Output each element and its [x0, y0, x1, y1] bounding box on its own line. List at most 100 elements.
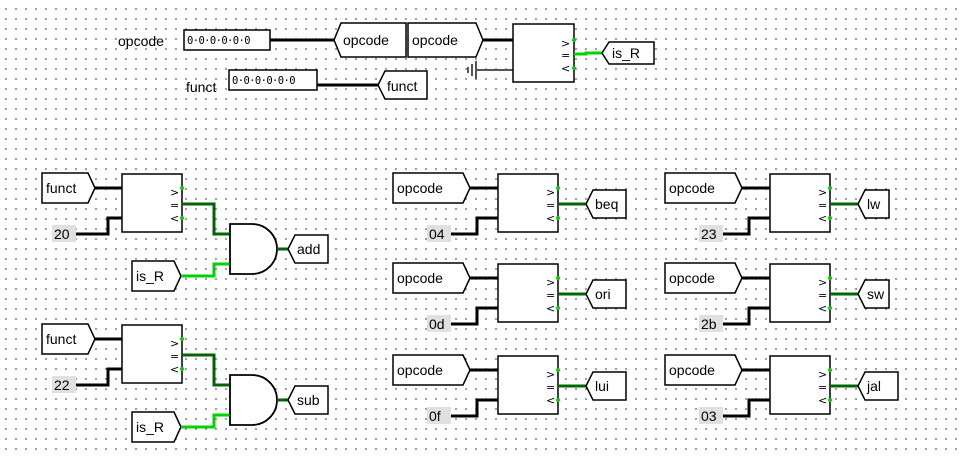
- funct-tunnel-in-label: funct: [387, 78, 417, 94]
- const-wire: [451, 216, 498, 236]
- cmp-eq-symbol: =: [818, 199, 827, 212]
- cmp-eq-symbol: =: [170, 199, 179, 212]
- ori-output-label: ori: [595, 286, 611, 302]
- cmp-lt-symbol: <: [818, 212, 827, 225]
- is-r-sub-tunnel: [131, 411, 182, 443]
- jal-comparator: [769, 355, 831, 415]
- opcode-lui-tunnel-label: opcode: [397, 362, 443, 378]
- funct-input-pin[interactable]: [228, 69, 318, 91]
- funct-add-tunnel-label: funct: [46, 180, 76, 196]
- jal-output-tunnel: [857, 371, 899, 401]
- beq-output-label: beq: [595, 196, 618, 212]
- add-comparator: [121, 173, 183, 233]
- add-constant-value: 20: [54, 226, 70, 242]
- add-eq-wire: [182, 202, 230, 236]
- add-output-tunnel: [287, 234, 329, 264]
- lw-output-label: lw: [867, 196, 881, 212]
- cmp-gt-symbol: >: [818, 276, 827, 289]
- cmp-lt-symbol: <: [561, 62, 570, 75]
- lw-comparator: [769, 173, 831, 233]
- funct-pin-label: funct: [186, 79, 216, 95]
- add-is-r-wire: [181, 262, 230, 278]
- opcode-beq-tunnel: [392, 172, 471, 204]
- funct-pin-value: 0·0·0·0·0·0: [232, 75, 295, 87]
- sw-output-label: sw: [867, 286, 885, 302]
- is-r-add-tunnel: [131, 260, 182, 292]
- opcode-pin-label: opcode: [118, 33, 164, 49]
- opcode-tunnel-in: [333, 22, 407, 58]
- sub-eq-wire: [182, 353, 230, 387]
- is-r-sub-tunnel-label: is_R: [136, 419, 164, 435]
- cmp-eq-symbol: =: [561, 49, 570, 62]
- lui-output-tunnel: [585, 371, 627, 401]
- const-wire: [451, 398, 498, 418]
- add-output-label: add: [297, 241, 320, 257]
- opcode-sw-tunnel: [664, 262, 743, 294]
- lw-constant: [699, 225, 723, 242]
- beq-comparator: [497, 173, 559, 233]
- cmp-lt-symbol: <: [170, 212, 179, 225]
- cmp-gt-symbol: >: [561, 37, 570, 50]
- sub-is-r-wire: [181, 413, 230, 429]
- funct-tunnel-in: [377, 70, 428, 100]
- is-r-wire: [574, 51, 605, 56]
- funct-sub-tunnel: [41, 323, 96, 355]
- lui-constant-value: 0f: [429, 408, 441, 424]
- cmp-eq-symbol: =: [546, 289, 555, 302]
- sub-constant: [52, 376, 76, 393]
- cmp-lt-symbol: <: [546, 302, 555, 315]
- const-wire: [723, 306, 770, 326]
- cmp-lt-symbol: <: [546, 394, 555, 407]
- const-wire: [723, 398, 770, 418]
- sw-constant: [699, 315, 723, 332]
- cmp-eq-symbol: =: [818, 381, 827, 394]
- cmp-lt-symbol: <: [818, 394, 827, 407]
- is-r-tunnel-label: is_R: [612, 45, 640, 61]
- opcode-ori-tunnel-label: opcode: [397, 270, 443, 286]
- opcode-ori-tunnel: [392, 262, 471, 294]
- opcode-sw-tunnel-label: opcode: [669, 270, 715, 286]
- beq-constant: [427, 225, 451, 242]
- cmp-eq-symbol: =: [170, 350, 179, 363]
- const-wire: [723, 216, 770, 236]
- funct-sub-tunnel-label: funct: [46, 331, 76, 347]
- lw-constant-value: 23: [701, 226, 717, 242]
- sub-output-tunnel: [287, 385, 329, 415]
- opcode-pin-value: 0·0·0·0·0·0: [187, 35, 250, 47]
- cmp-eq-symbol: =: [818, 289, 827, 302]
- cmp-gt-symbol: >: [546, 186, 555, 199]
- cmp-lt-symbol: <: [818, 302, 827, 315]
- cmp-gt-symbol: >: [818, 186, 827, 199]
- opcode-tunnel-out: [407, 22, 484, 58]
- cmp-gt-symbol: >: [170, 337, 179, 350]
- const-wire: [76, 367, 122, 387]
- sub-output-label: sub: [297, 392, 320, 408]
- is-r-tunnel: [601, 41, 655, 65]
- cmp-eq-symbol: =: [546, 199, 555, 212]
- sub-and-gate: [229, 374, 278, 426]
- jal-constant-value: 03: [701, 408, 717, 424]
- sub-constant-value: 22: [54, 377, 70, 393]
- add-and-gate: [229, 223, 278, 275]
- jal-constant: [699, 407, 723, 424]
- ori-output-tunnel: [585, 279, 627, 309]
- lui-output-label: lui: [595, 378, 609, 394]
- is-r-add-tunnel-label: is_R: [136, 268, 164, 284]
- cmp-eq-symbol: =: [546, 381, 555, 394]
- beq-output-tunnel: [585, 189, 627, 219]
- jal-output-label: jal: [866, 378, 881, 394]
- const-wire: [451, 306, 498, 326]
- cmp-lt-symbol: <: [546, 212, 555, 225]
- ori-constant-value: 0d: [429, 316, 445, 332]
- opcode-jal-tunnel: [664, 354, 743, 386]
- cmp-gt-symbol: >: [546, 276, 555, 289]
- add-constant: [52, 225, 76, 242]
- opcode-lw-tunnel-label: opcode: [669, 180, 715, 196]
- sw-output-tunnel: [857, 279, 890, 309]
- opcode-beq-tunnel-label: opcode: [397, 180, 443, 196]
- ori-comparator: [497, 263, 559, 323]
- funct-add-tunnel: [41, 172, 96, 204]
- ori-constant: [427, 315, 451, 332]
